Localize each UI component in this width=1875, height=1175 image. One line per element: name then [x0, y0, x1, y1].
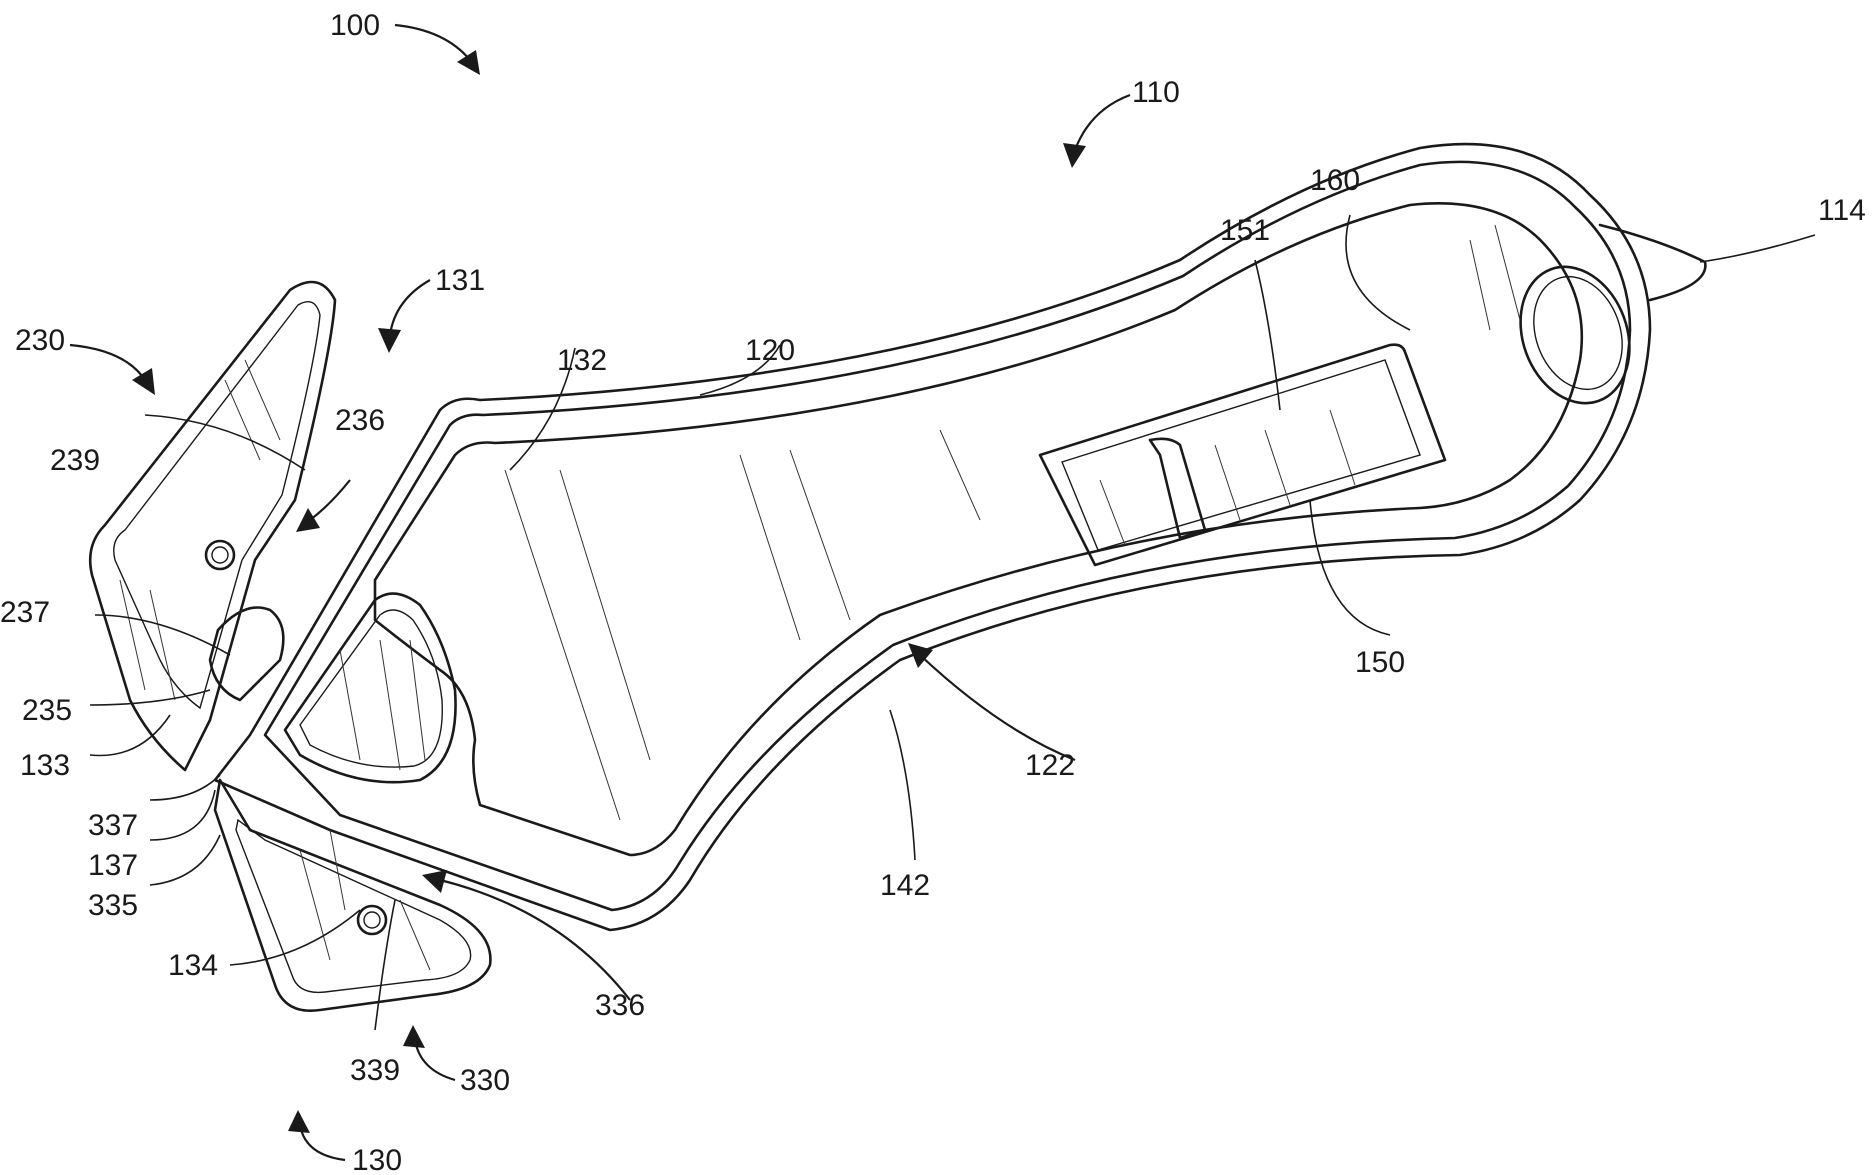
label-337: 337 — [88, 809, 138, 842]
label-151: 151 — [1220, 214, 1270, 247]
label-235: 235 — [22, 694, 72, 727]
label-237: 237 — [0, 596, 50, 629]
label-134: 134 — [168, 949, 218, 982]
upper-blade-guard — [90, 282, 335, 770]
label-132: 132 — [557, 344, 607, 377]
label-160: 160 — [1310, 164, 1360, 197]
label-137: 137 — [88, 849, 138, 882]
label-335: 335 — [88, 889, 138, 922]
lower-blade-guard — [215, 780, 490, 1011]
label-100: 100 — [330, 9, 380, 42]
label-142: 142 — [880, 869, 930, 902]
label-114: 114 — [1818, 194, 1866, 227]
label-122: 122 — [1025, 749, 1075, 782]
slider-window — [1040, 345, 1445, 565]
label-330: 330 — [460, 1064, 510, 1097]
label-130: 130 — [352, 1144, 402, 1175]
head-region — [285, 594, 456, 783]
label-230: 230 — [15, 324, 65, 357]
label-120: 120 — [745, 334, 795, 367]
label-131: 131 — [435, 264, 485, 297]
label-133: 133 — [20, 749, 70, 782]
label-110: 110 — [1132, 76, 1180, 109]
reference-labels: 100 110 114 120 122 130 131 132 133 134 … — [0, 9, 1866, 1175]
label-239: 239 — [50, 444, 100, 477]
handle-body — [215, 144, 1705, 930]
label-339: 339 — [350, 1054, 400, 1087]
label-336: 336 — [595, 989, 645, 1022]
label-150: 150 — [1355, 646, 1405, 679]
label-236: 236 — [335, 404, 385, 437]
